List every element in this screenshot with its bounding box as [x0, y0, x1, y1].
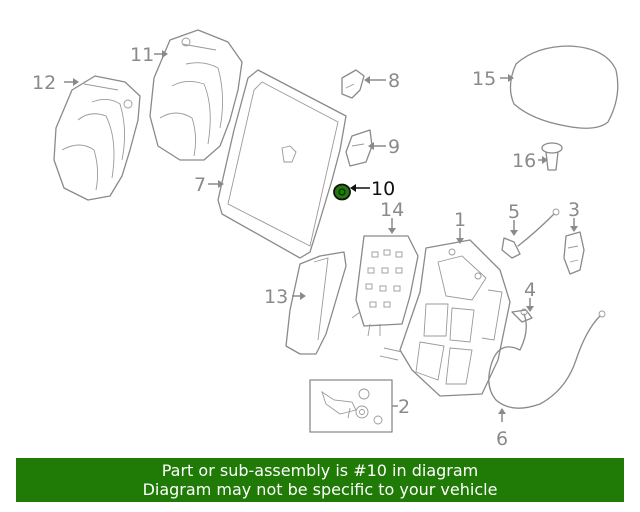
part-3-latch: [563, 231, 585, 275]
callout-15[interactable]: 15: [472, 68, 496, 90]
part-6-cable: [488, 308, 606, 409]
leader-lines: [64, 50, 578, 422]
callout-3[interactable]: 3: [568, 199, 580, 221]
callout-12[interactable]: 12: [32, 72, 56, 94]
part-9-bracket: [345, 129, 373, 167]
callout-2[interactable]: 2: [398, 396, 410, 418]
notice-banner: Part or sub-assembly is #10 in diagram D…: [16, 458, 624, 502]
part-5-release-handle: [501, 208, 560, 259]
part-2-fastener-kit: [309, 379, 393, 433]
callout-1[interactable]: 1: [454, 209, 466, 231]
callout-7[interactable]: 7: [194, 174, 206, 196]
callout-9[interactable]: 9: [388, 136, 400, 158]
parts-diagram: 12 11 8 9 10 7 15 16 14 1 5 3 4 13 2 6: [32, 29, 619, 450]
part-1-seatback-frame: [379, 239, 511, 397]
callout-8[interactable]: 8: [388, 70, 400, 92]
banner-line-disclaimer: Diagram may not be specific to your vehi…: [142, 480, 498, 499]
callout-labels: 12 11 8 9 10 7 15 16 14 1 5 3 4 13 2 6: [32, 44, 580, 450]
part-10-clip-highlighted: [333, 183, 351, 201]
banner-line-part-number: Part or sub-assembly is #10 in diagram: [161, 461, 479, 480]
part-16-headrest-guide: [541, 142, 563, 171]
part-7-backrest-panel: [217, 69, 347, 259]
part-8-bracket: [341, 69, 365, 99]
part-13-side-trim: [285, 251, 347, 355]
part-11-seatback-cover: [149, 29, 243, 161]
callout-10-highlighted[interactable]: 10: [371, 178, 395, 200]
part-15-headrest: [509, 45, 619, 129]
callout-5[interactable]: 5: [508, 201, 520, 223]
part-12-seatback-cover: [53, 75, 141, 201]
callout-11[interactable]: 11: [130, 44, 154, 66]
part-4-clip: [511, 309, 533, 323]
part-14-pad: [351, 235, 419, 337]
callout-16[interactable]: 16: [512, 150, 536, 172]
callout-4[interactable]: 4: [524, 279, 536, 301]
callout-13[interactable]: 13: [264, 286, 288, 308]
callout-14[interactable]: 14: [380, 199, 404, 221]
callout-6[interactable]: 6: [496, 428, 508, 450]
